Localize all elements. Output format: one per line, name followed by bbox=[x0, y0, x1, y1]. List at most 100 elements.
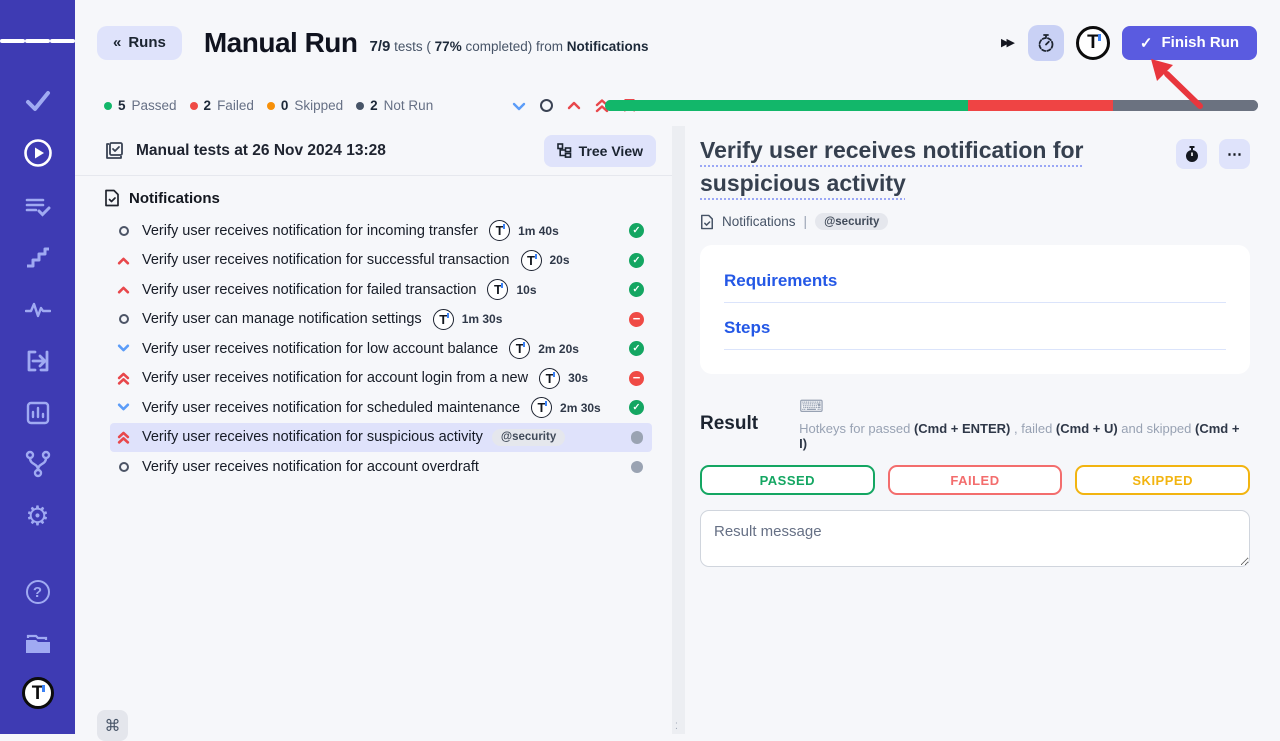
priority-icon bbox=[116, 285, 131, 294]
priority-icon bbox=[116, 372, 131, 385]
chevron-up-icon[interactable] bbox=[567, 101, 581, 111]
pulse-activity-icon[interactable] bbox=[0, 293, 75, 327]
branch-fork-icon[interactable] bbox=[0, 447, 75, 481]
detail-breadcrumb: Notifications | @security bbox=[700, 213, 1250, 230]
verdict-buttons: PASSED FAILED SKIPPED bbox=[700, 465, 1250, 495]
mini-logo-icon: T bbox=[487, 279, 508, 300]
finish-run-button[interactable]: ✓ Finish Run bbox=[1122, 26, 1257, 60]
test-status-icon bbox=[629, 223, 644, 238]
run-list-title: Manual tests at 26 Nov 2024 13:28 bbox=[136, 142, 386, 160]
app-sidebar: ⚙ ? T bbox=[0, 0, 75, 734]
test-detail-panel: Verify user receives notification for su… bbox=[685, 126, 1280, 734]
test-status-icon bbox=[629, 341, 644, 356]
projects-folder-icon[interactable] bbox=[0, 627, 75, 661]
test-tag: @security bbox=[492, 429, 565, 446]
test-row[interactable]: Verify user receives notification for su… bbox=[110, 423, 652, 453]
run-subtitle: 7/9 tests ( 77% completed) from Notifica… bbox=[370, 38, 649, 55]
test-list-panel: Manual tests at 26 Nov 2024 13:28 Tree V… bbox=[75, 126, 672, 734]
test-row[interactable]: Verify user receives notification for sc… bbox=[110, 393, 652, 423]
menu-icon[interactable] bbox=[0, 24, 75, 58]
result-message-input[interactable] bbox=[700, 510, 1250, 567]
detail-timer-button[interactable] bbox=[1176, 139, 1207, 169]
test-status-icon bbox=[629, 312, 644, 327]
priority-icon bbox=[116, 256, 131, 265]
test-detail-title[interactable]: Verify user receives notification for su… bbox=[700, 134, 1090, 200]
mini-logo-icon: T bbox=[531, 397, 552, 418]
mini-logo-icon: T bbox=[509, 338, 530, 359]
fast-forward-icon[interactable]: ▶▶ bbox=[1001, 36, 1012, 49]
settings-gear-icon[interactable]: ⚙ bbox=[0, 499, 75, 533]
timer-button[interactable] bbox=[1028, 25, 1064, 61]
mini-logo-icon: T bbox=[539, 368, 560, 389]
result-heading: Result bbox=[700, 413, 758, 435]
test-status-icon bbox=[631, 431, 644, 444]
test-row[interactable]: Verify user receives notification for fa… bbox=[110, 275, 652, 305]
passed-dot bbox=[104, 102, 112, 110]
test-plans-icon[interactable] bbox=[0, 190, 75, 224]
list-header: Manual tests at 26 Nov 2024 13:28 Tree V… bbox=[75, 126, 672, 176]
panel-scrollbar[interactable] bbox=[672, 126, 685, 734]
tests-check-icon[interactable] bbox=[0, 84, 75, 118]
notrun-dot bbox=[356, 102, 364, 110]
detail-tag[interactable]: @security bbox=[815, 213, 888, 230]
test-sections-card: Requirements Steps bbox=[700, 245, 1250, 374]
help-icon[interactable]: ? bbox=[0, 575, 75, 609]
hotkeys-command-button[interactable]: ⌘ bbox=[97, 710, 128, 741]
test-status-icon bbox=[629, 371, 644, 386]
test-row[interactable]: Verify user receives notification for ac… bbox=[110, 364, 652, 394]
milestones-steps-icon[interactable] bbox=[0, 241, 75, 275]
suite-header[interactable]: Notifications bbox=[75, 176, 672, 213]
chevron-down-icon[interactable] bbox=[512, 101, 526, 111]
test-row[interactable]: Verify user receives notification for ac… bbox=[110, 452, 652, 482]
priority-icon bbox=[116, 462, 131, 472]
stopwatch-icon bbox=[1184, 146, 1200, 163]
suite-file-icon bbox=[700, 214, 714, 230]
failed-button[interactable]: FAILED bbox=[888, 465, 1063, 495]
main-content: « Runs Manual Run 7/9 tests ( 77% comple… bbox=[75, 0, 1280, 734]
back-to-runs-button[interactable]: « Runs bbox=[97, 26, 182, 60]
import-login-icon[interactable] bbox=[0, 344, 75, 378]
progress-failed bbox=[968, 100, 1113, 111]
test-status-icon bbox=[629, 282, 644, 297]
test-status-icon bbox=[629, 400, 644, 415]
section-requirements[interactable]: Requirements bbox=[724, 271, 1226, 303]
test-row[interactable]: Verify user receives notification for lo… bbox=[110, 334, 652, 364]
runs-play-icon[interactable] bbox=[0, 136, 75, 170]
priority-icon bbox=[116, 403, 131, 412]
section-steps[interactable]: Steps bbox=[724, 318, 1226, 350]
hotkeys-hint: ⌨ Hotkeys for passed (Cmd + ENTER) , fail… bbox=[799, 397, 1250, 451]
skipped-button[interactable]: SKIPPED bbox=[1075, 465, 1250, 495]
test-row[interactable]: Verify user receives notification for su… bbox=[110, 246, 652, 276]
circle-priority-icon[interactable] bbox=[540, 99, 553, 112]
test-row[interactable]: Verify user receives notification for in… bbox=[110, 216, 652, 246]
priority-icon bbox=[116, 344, 131, 353]
hotkeys-text: Hotkeys for passed (Cmd + ENTER) , faile… bbox=[799, 421, 1250, 451]
more-options-button[interactable]: ⋯ bbox=[1219, 139, 1250, 169]
run-header: « Runs Manual Run 7/9 tests ( 77% comple… bbox=[75, 0, 1280, 85]
suite-file-icon bbox=[104, 189, 120, 207]
keyboard-icon: ⌨ bbox=[799, 397, 824, 417]
test-row[interactable]: Verify user can manage notification sett… bbox=[110, 305, 652, 335]
progress-notrun bbox=[1113, 100, 1258, 111]
header-actions: ▶▶ T ✓ Finish Run bbox=[1001, 25, 1280, 61]
breadcrumb-suite[interactable]: Notifications bbox=[722, 214, 796, 229]
analytics-chart-icon[interactable] bbox=[0, 396, 75, 430]
testomat-logo[interactable]: T bbox=[0, 676, 75, 710]
tree-view-button[interactable]: Tree View bbox=[544, 135, 656, 167]
test-rows: Verify user receives notification for in… bbox=[75, 213, 672, 482]
back-icon: « bbox=[113, 34, 121, 51]
user-avatar-logo[interactable]: T bbox=[1076, 26, 1110, 60]
priority-icon bbox=[116, 431, 131, 444]
tree-icon bbox=[557, 143, 572, 158]
passed-button[interactable]: PASSED bbox=[700, 465, 875, 495]
